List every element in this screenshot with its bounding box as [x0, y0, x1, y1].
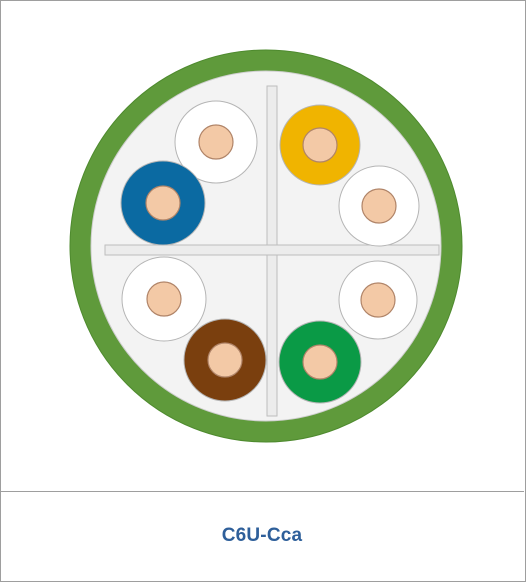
wire-brown	[183, 318, 267, 402]
orange-pair	[279, 104, 420, 247]
wire-conductor	[198, 124, 234, 160]
wire-orange	[279, 104, 361, 186]
green-pair	[278, 260, 418, 404]
wire-green	[278, 320, 362, 404]
wire-blue	[120, 160, 206, 246]
cable-cross-section	[69, 49, 463, 443]
brown-pair	[121, 256, 267, 402]
wire-conductor	[302, 344, 338, 380]
blue-pair	[120, 100, 258, 246]
cross-separator	[104, 85, 440, 417]
wire-white-blue	[174, 100, 258, 184]
wire-white-green	[338, 260, 418, 340]
wire-conductor	[302, 127, 338, 163]
caption-area: C6U-Cca	[0, 492, 524, 580]
wire-conductor	[207, 342, 243, 378]
wire-conductor	[146, 281, 182, 317]
wire-conductor	[361, 188, 397, 224]
wire-conductor	[360, 282, 396, 318]
twisted-pairs	[120, 100, 420, 404]
wire-white-orange	[338, 165, 420, 247]
caption-divider	[0, 491, 524, 492]
separator-horizontal	[104, 244, 440, 256]
wire-conductor	[145, 185, 181, 221]
cable-diagram-area	[69, 49, 463, 443]
cable-type-caption: C6U-Cca	[221, 525, 303, 546]
wire-white-brown	[121, 256, 207, 342]
